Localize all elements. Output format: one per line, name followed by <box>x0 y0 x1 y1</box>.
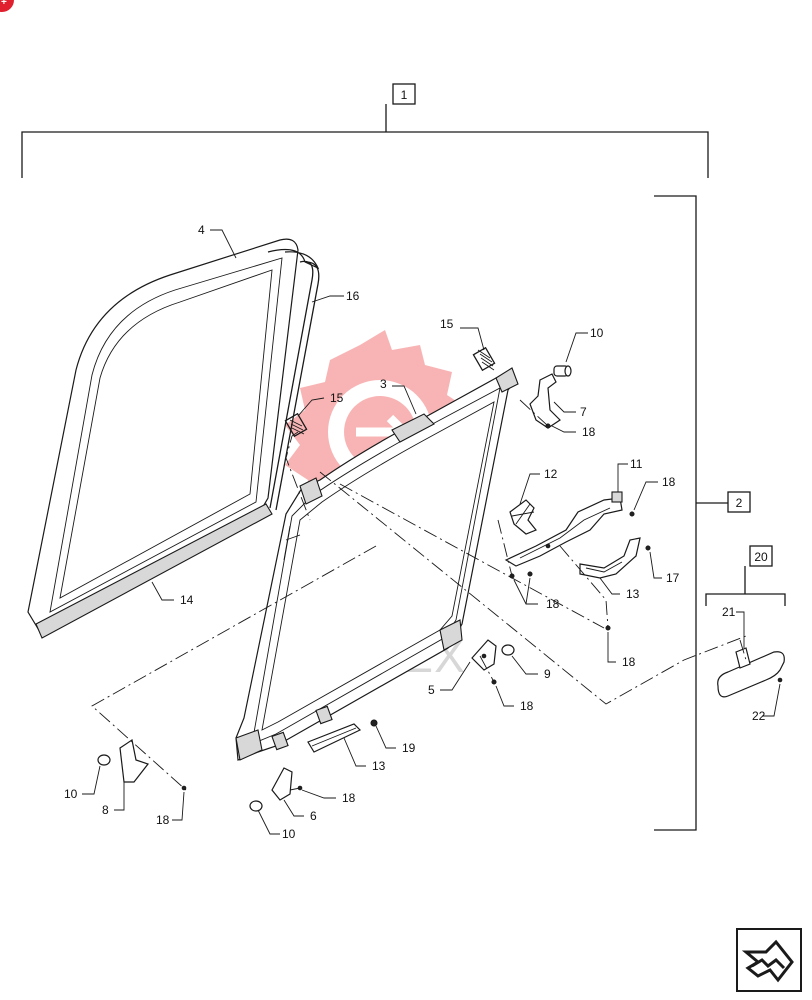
bushing-left-part <box>97 754 111 766</box>
bushing-lower-part <box>501 644 515 656</box>
door-glass-part <box>27 238 320 639</box>
mirror-group-label: 20 <box>754 550 768 564</box>
callout-18-upper: 18 <box>582 425 596 439</box>
rear-view-mirror-part <box>717 647 785 698</box>
bushing-bottom-part <box>249 800 263 812</box>
callout-18-right: 18 <box>662 475 676 489</box>
latch-mechanism-part <box>509 499 537 535</box>
callout-15-upper: 15 <box>440 317 454 331</box>
subassembly-bracket: 2 <box>654 195 751 831</box>
subassembly-label-box <box>727 491 751 513</box>
callout-10-bottom: 10 <box>282 827 296 841</box>
callout-22: 22 <box>752 709 766 723</box>
callout-8: 8 <box>102 803 109 817</box>
callout-10-upper: 10 <box>590 326 604 340</box>
callout-6: 6 <box>310 809 317 823</box>
callout-18-mid: 18 <box>622 655 636 669</box>
callout-10-left: 10 <box>64 787 78 801</box>
callout-18-bottom: 18 <box>342 791 356 805</box>
callout-18-latch: 18 <box>546 597 560 611</box>
leader-lines <box>82 229 781 835</box>
callout-15-lower: 15 <box>330 391 344 405</box>
assembly-center-lines <box>91 399 747 791</box>
callout-18-left: 18 <box>156 813 170 827</box>
callout-7: 7 <box>580 405 587 419</box>
callout-16: 16 <box>346 289 360 303</box>
callout-5: 5 <box>428 683 435 697</box>
spring-part-lower <box>284 412 308 438</box>
mirror-group-bracket: 20 <box>705 545 786 606</box>
door-frame-part <box>235 367 519 761</box>
callout-labels: 4 16 15 15 3 10 7 18 12 11 18 17 13 18 1… <box>64 223 766 841</box>
callout-3: 3 <box>380 377 387 391</box>
callout-13-upper: 13 <box>626 587 640 601</box>
hinge-bracket-bottom-part <box>271 767 303 801</box>
callout-9: 9 <box>544 667 551 681</box>
assembly-label: 1 <box>401 88 408 102</box>
spring-part-upper <box>472 346 496 372</box>
hinge-bracket-lower-part <box>471 639 497 671</box>
callout-19: 19 <box>402 741 416 755</box>
next-page-arrow-icon[interactable] <box>736 928 802 992</box>
hinge-bracket-upper-part <box>529 373 561 429</box>
bushing-upper-part <box>553 365 572 377</box>
mirror-group-label-box <box>749 545 773 567</box>
hinge-bracket-left-part <box>119 739 187 791</box>
grab-handle-lower-part <box>307 719 378 753</box>
subassembly-label: 2 <box>736 496 743 510</box>
assembly-bracket: 1 <box>21 83 709 178</box>
callout-21: 21 <box>722 605 736 619</box>
callout-17: 17 <box>666 571 680 585</box>
inner-handle-plate-part <box>504 491 623 567</box>
callout-14: 14 <box>180 593 194 607</box>
callout-11: 11 <box>630 457 643 471</box>
callout-13-lower: 13 <box>372 759 386 773</box>
assembly-label-box <box>392 83 416 105</box>
callout-12: 12 <box>544 467 558 481</box>
grab-handle-upper-part <box>579 537 641 579</box>
callout-18-hinge: 18 <box>520 699 534 713</box>
callout-4: 4 <box>198 223 205 237</box>
